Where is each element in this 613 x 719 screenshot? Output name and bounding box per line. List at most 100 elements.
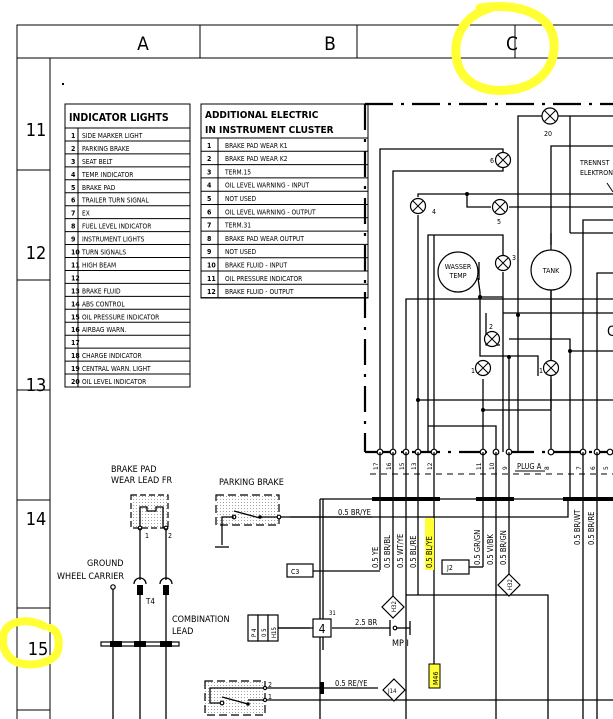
indicator-lights-num: 12	[71, 274, 80, 282]
cluster-c-label: C	[607, 324, 613, 340]
lamp-4	[409, 197, 427, 215]
plug-pin: 13	[410, 448, 422, 470]
wasser-temp-gauge: WASSER TEMP	[437, 251, 479, 293]
indicator-lights-num: 15	[71, 313, 80, 321]
plug-pin-label: 17	[372, 462, 380, 470]
lamp-20	[541, 107, 559, 125]
indicator-lights-num: 20	[71, 378, 80, 386]
row-label-14: 14	[26, 509, 47, 530]
additional-electric-row: 1 BRAKE PAD WEAR K1	[201, 142, 368, 152]
wire-wt-ye: 0.5 WT/YE	[396, 534, 405, 568]
combination-lead-label-2: LEAD	[172, 627, 193, 637]
indicator-lights-label: CHARGE INDICATOR	[82, 352, 142, 360]
wasser-label: WASSER	[445, 263, 472, 271]
parking-brake-switch	[215, 494, 282, 548]
plug-pin: 8	[543, 448, 555, 470]
lamp-1b-label: 1	[539, 367, 543, 375]
wire-br-wt: 0.5 BR/WT	[573, 509, 582, 545]
plug-pin-label: 7	[575, 466, 583, 470]
wire-bl-ye: 0.5 BL/YE	[425, 536, 434, 568]
connector-h32-a: H32	[381, 595, 405, 619]
lamp-2	[483, 330, 501, 348]
indicator-lights-label: PARKING BRAKE	[82, 145, 130, 153]
indicator-lights-num: 10	[71, 249, 80, 257]
indicator-lights-row: 3 SEAT BELT	[65, 158, 190, 168]
tank-gauge: TANK	[530, 249, 572, 291]
brake-pad-pin-2: 2	[168, 532, 172, 540]
indicator-lights-label: FUEL LEVEL INDICATOR	[82, 223, 151, 231]
plug-pin-label: 5	[602, 466, 610, 470]
indicator-lights-label: BRAKE FLUID	[82, 287, 121, 295]
switch-pin-2: 2	[268, 681, 272, 689]
indicator-lights-num: 13	[71, 287, 80, 295]
additional-electric-num: 9	[207, 248, 211, 256]
indicator-lights-label: CENTRAL WARN. LIGHT	[82, 365, 151, 373]
indicator-lights-num: 1	[71, 132, 75, 140]
plug-pin-label: 11	[475, 462, 483, 470]
indicator-lights-label: OIL LEVEL INDICATOR	[82, 378, 146, 386]
additional-electric-num: 1	[207, 142, 211, 150]
ground-label-1: GROUND	[87, 559, 124, 569]
brake-pad-pin-1: 1	[145, 532, 149, 540]
connector-c3	[286, 563, 314, 578]
lamp-6	[494, 151, 512, 169]
fuse-cell-1: P 4	[251, 628, 258, 637]
indicator-lights-label: ABS CONTROL	[82, 300, 125, 308]
wire-vi-bk: 0.5 VI/BK	[486, 534, 495, 565]
additional-electric-label: BRAKE PAD WEAR OUTPUT	[225, 235, 304, 243]
row-label-15: 15	[28, 639, 49, 660]
indicator-lights-label: TRAILER TURN SIGNAL	[81, 197, 149, 205]
brake-pad-label-2: WEAR LEAD FR	[111, 476, 172, 486]
indicator-lights-row: 9 INSTRUMENT LIGHTS	[65, 236, 190, 246]
indicator-lights-label: TURN SIGNALS	[81, 249, 126, 257]
indicator-lights-num: 11	[71, 261, 80, 269]
t4-label: T4	[145, 597, 155, 606]
additional-electric-label: OIL PRESSURE INDICATOR	[225, 275, 302, 283]
indicator-lights-row: 6 TRAILER TURN SIGNAL	[65, 197, 190, 207]
trennst-label-1: TRENNST	[579, 159, 610, 167]
indicator-lights-label: SEAT BELT	[82, 158, 113, 166]
fuse-cell-2: 0 5	[261, 628, 268, 637]
additional-electric-num: 4	[207, 182, 212, 190]
additional-electric-title-2: IN INSTRUMENT CLUSTER	[205, 125, 334, 136]
switch-pin-1: 1	[268, 693, 272, 701]
lamp-6-label: 6	[490, 157, 494, 165]
drawing-frame	[16, 24, 613, 719]
column-label-a: A	[137, 33, 149, 55]
additional-electric-num: 2	[207, 155, 211, 163]
additional-electric-label: TERM.15	[224, 168, 251, 176]
plug-pin-label: 15	[398, 462, 406, 470]
plug-pin-label: 10	[488, 462, 496, 470]
ground-connectors	[100, 577, 180, 719]
plug-pin: 15	[398, 448, 410, 470]
fuse-cell-3: H15	[271, 627, 278, 638]
wire-gr-gn: 0.5 GR/GN	[473, 530, 482, 565]
m46-label: M46	[432, 672, 440, 685]
indicator-lights-label: INSTRUMENT LIGHTS	[82, 236, 145, 244]
indicator-lights-title: INDICATOR LIGHTS	[69, 112, 169, 124]
bottom-switch	[204, 680, 268, 716]
indicator-lights-label: AIRBAG WARN.	[82, 326, 127, 334]
fuse-block: P 4 0 5 H15	[247, 614, 279, 642]
lamp-5-label: 5	[497, 218, 501, 226]
indicator-lights-num: 6	[71, 197, 76, 205]
additional-electric-label: BRAKE PAD WEAR K1	[225, 142, 288, 150]
indicator-lights-num: 16	[71, 326, 80, 334]
parking-brake-label: PARKING BRAKE	[219, 478, 284, 488]
lamp-20-label: 20	[544, 130, 552, 138]
indicator-lights-num: 9	[71, 236, 75, 244]
indicator-lights-num: 3	[71, 158, 75, 166]
plug-pin-label: 9	[501, 466, 509, 470]
